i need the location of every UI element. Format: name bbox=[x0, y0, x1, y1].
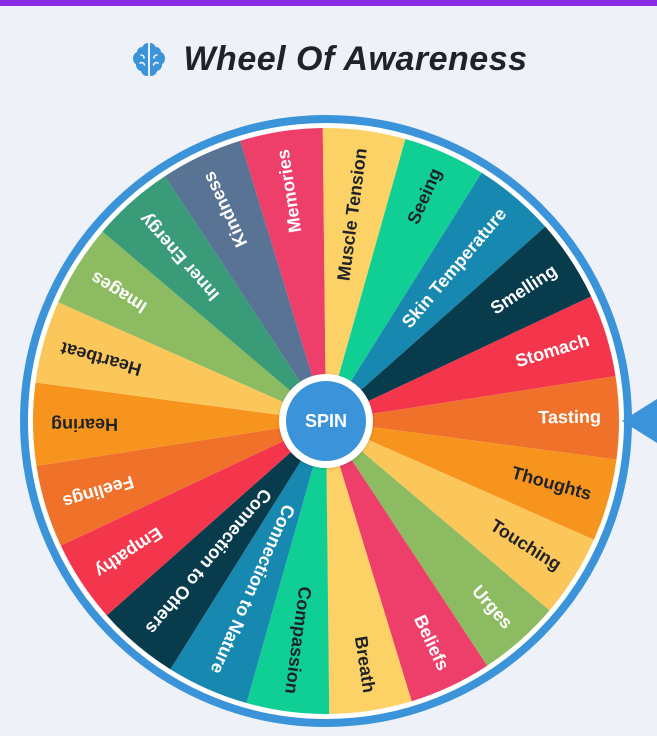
page-title: Wheel Of Awareness bbox=[183, 39, 528, 78]
wheel-segment-label: Hearing bbox=[51, 415, 118, 436]
wheel-segment bbox=[60, 421, 326, 616]
wheel-segment bbox=[326, 376, 619, 460]
wheel-segment bbox=[102, 176, 326, 421]
wheel-segment bbox=[326, 421, 617, 540]
wheel-segment bbox=[326, 421, 550, 666]
wheel-segment bbox=[240, 128, 326, 421]
wheel-segment bbox=[326, 296, 616, 421]
wheel-segment bbox=[58, 231, 326, 421]
top-accent-bar bbox=[0, 0, 657, 6]
brain-icon bbox=[129, 39, 169, 79]
wheel-segment bbox=[322, 128, 406, 421]
wheel-segment bbox=[106, 421, 327, 670]
spin-button[interactable]: SPIN bbox=[279, 374, 373, 468]
wheel-segments: StomachTastingThoughtsTouchingUrgesBelie… bbox=[33, 128, 619, 714]
wheel-segment bbox=[326, 138, 482, 421]
wheel-segment bbox=[164, 140, 326, 422]
page-header: Wheel Of Awareness bbox=[0, 34, 657, 84]
pointer-arrow-icon bbox=[622, 399, 657, 443]
wheel-segment-label: Tasting bbox=[538, 407, 601, 428]
wheel-segment bbox=[33, 382, 327, 466]
wheel-segment bbox=[326, 172, 546, 421]
wheel-segment bbox=[326, 226, 592, 421]
wheel-segment bbox=[246, 421, 330, 714]
wheel-segment bbox=[36, 421, 327, 546]
wheel-segment bbox=[35, 302, 326, 421]
wheel-segment bbox=[326, 421, 594, 611]
wheel-segment bbox=[326, 421, 412, 714]
wheel-segment bbox=[326, 421, 488, 702]
wheel-segment bbox=[170, 421, 326, 704]
